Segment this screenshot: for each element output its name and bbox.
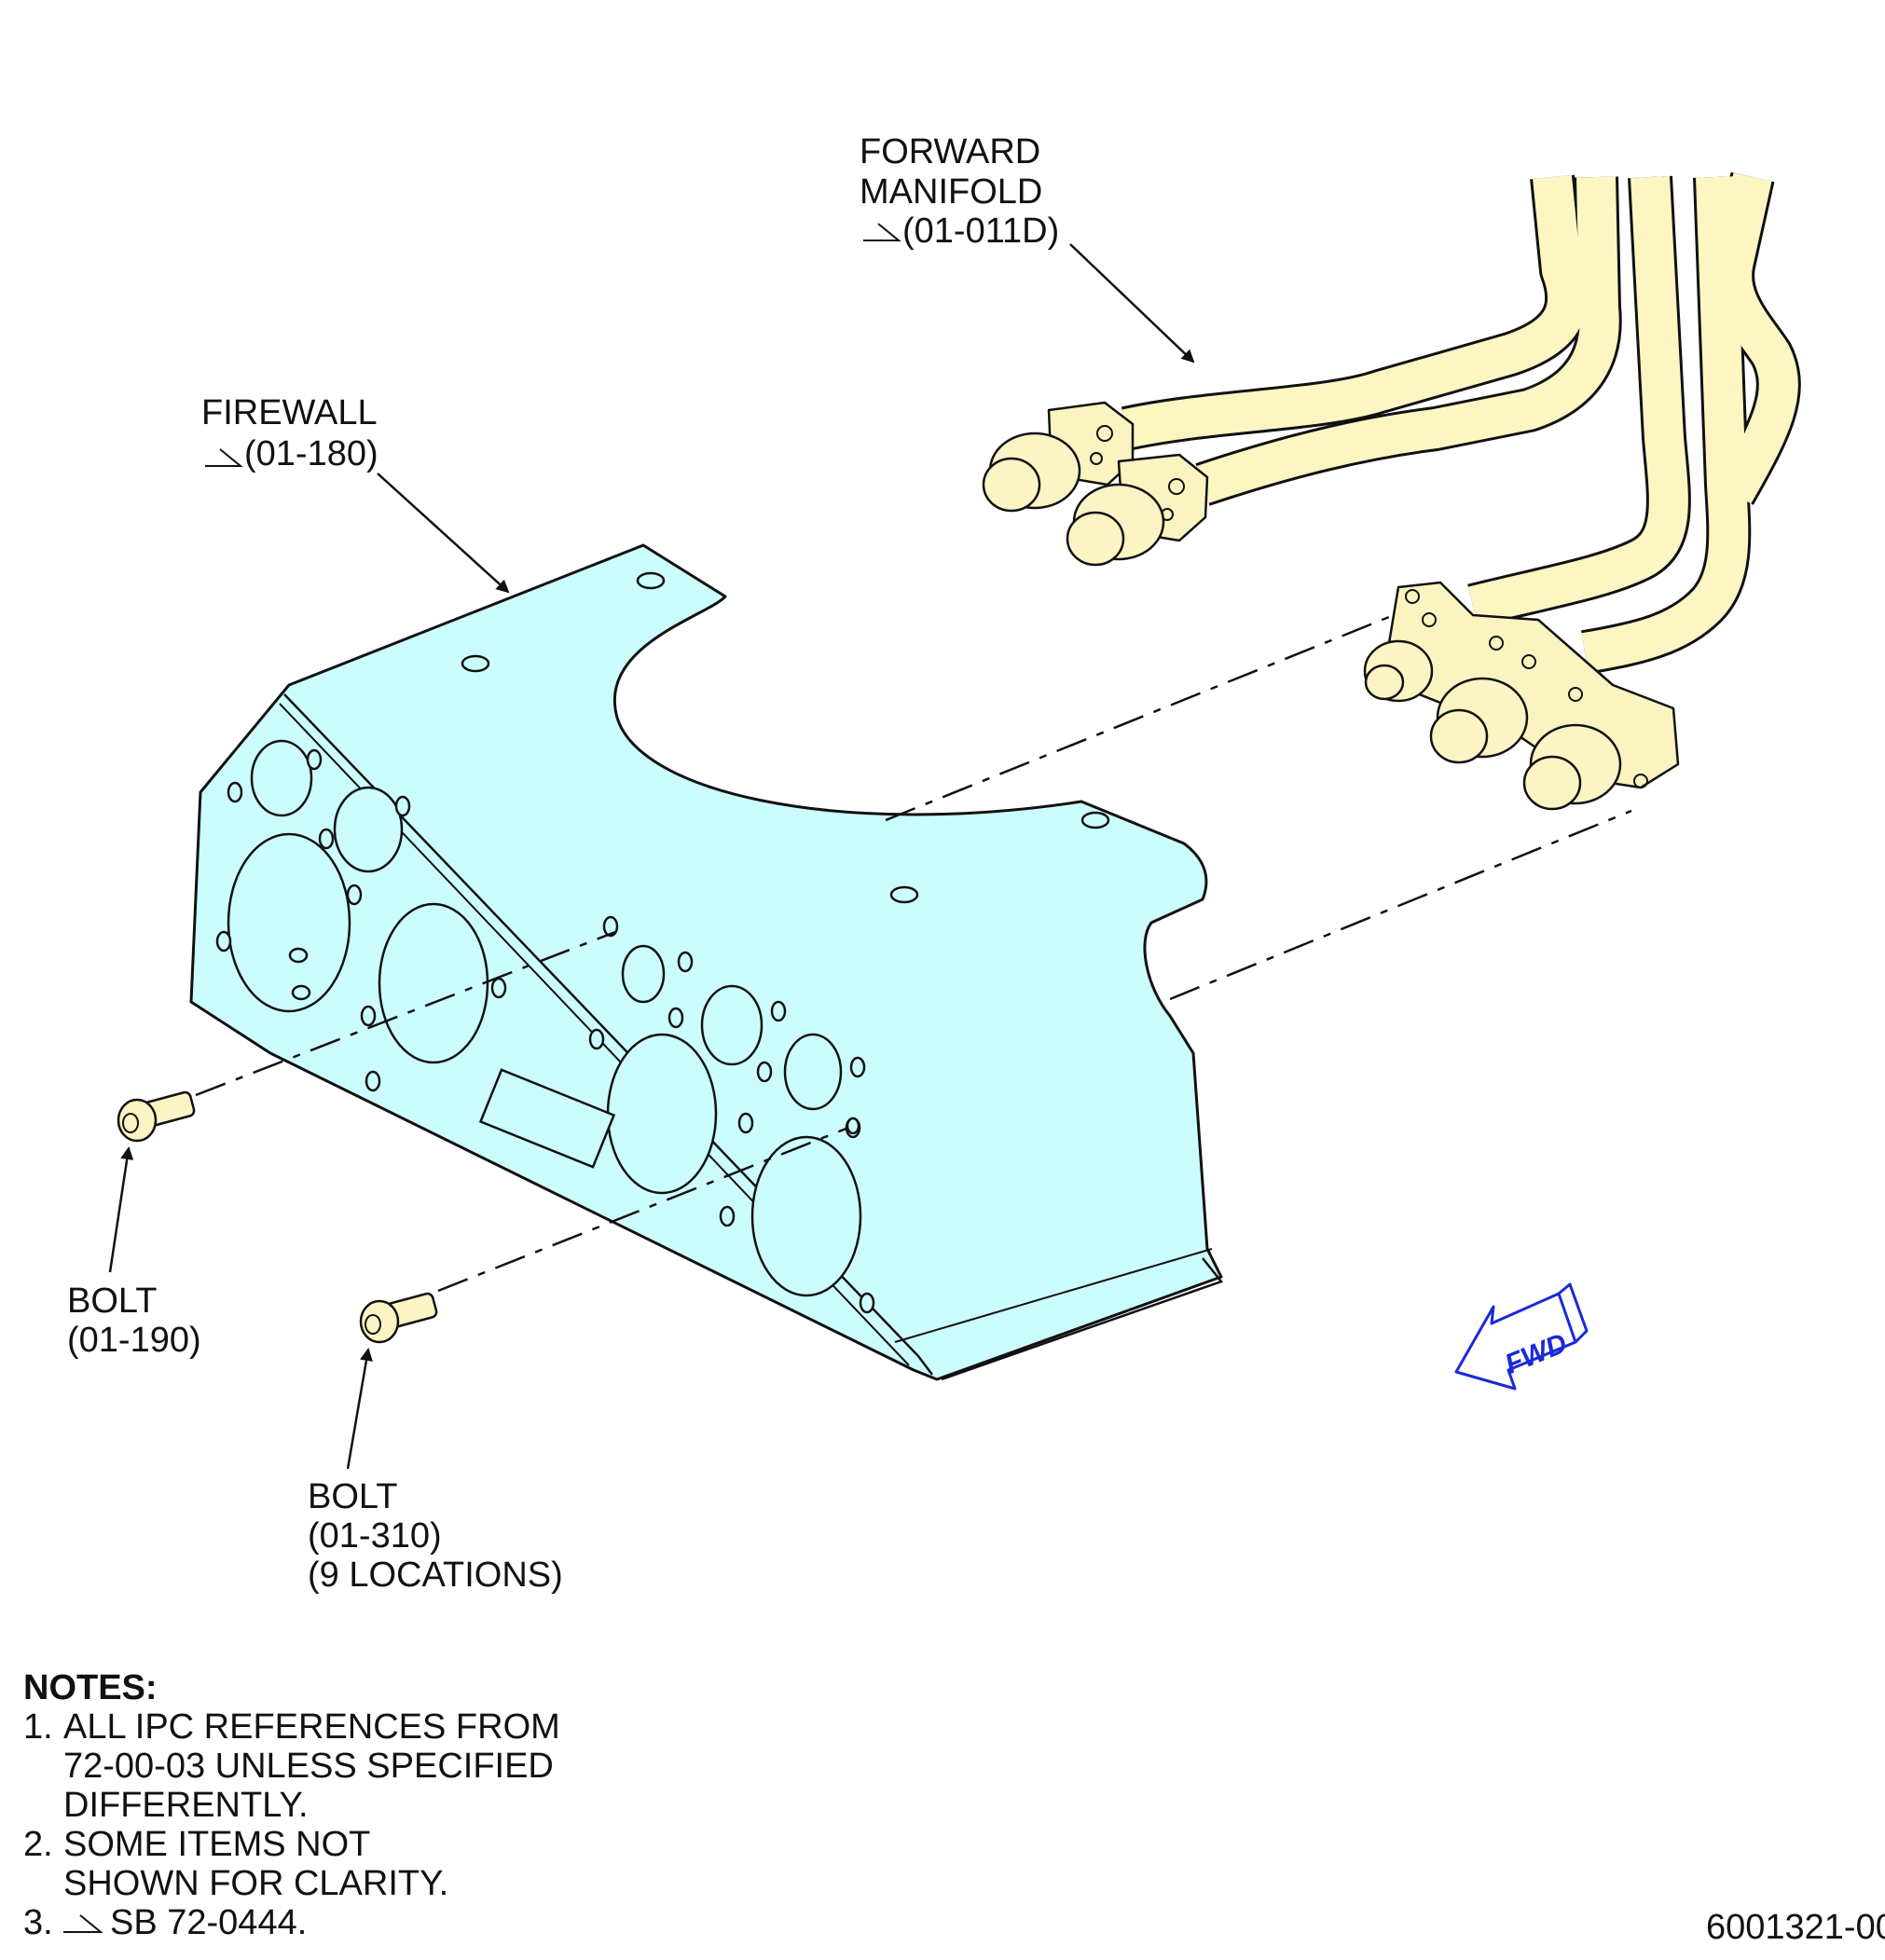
fwd-direction-arrow: FWD [1454,1282,1589,1391]
bolt-01-310-qty: (9 LOCATIONS) [308,1556,563,1595]
note-2-line-2: SHOWN FOR CLARITY. [63,1864,448,1903]
note-1-line-2: 72-00-03 UNLESS SPECIFIED [63,1747,554,1786]
bolt-01-310-label: BOLT [308,1477,397,1516]
firewall-label: FIREWALL [201,393,378,432]
forward-manifold-label-line1: FORWARD [860,132,1040,171]
figure-id: 6001321-00 [1706,1908,1885,1947]
forward-manifold-ref: (01-011D) [902,212,1059,251]
bolt-01-190-label: BOLT [67,1282,157,1321]
forward-manifold-callout: FORWARD MANIFOLD (01-011D) [860,132,1059,251]
note-1-number: 1. [23,1707,53,1747]
note-3-line-1: SB 72-0444. [110,1903,307,1942]
note-3-number: 3. [23,1903,53,1942]
notes-block: NOTES: 1. ALL IPC REFERENCES FROM 72-00-… [23,1668,560,1942]
firewall-callout: FIREWALL (01-180) [201,393,378,473]
forward-manifold-tubes [1121,171,1801,675]
firewall-ref: (01-180) [244,434,378,473]
firewall-holes [215,571,1110,1314]
bolt-01-310-part [359,1292,438,1344]
upper-manifold-fittings [982,401,1209,567]
bolt-01-190-callout: BOLT (01-190) [67,1282,201,1360]
forward-manifold-label-line2: MANIFOLD [860,172,1042,212]
sb-reference-flag-icon [63,1914,103,1933]
sb-reference-flag-icon [863,223,901,241]
note-2-number: 2. [23,1825,53,1864]
bolt-01-310-callout: BOLT (01-310) (9 LOCATIONS) [308,1477,563,1595]
firewall-plate [189,543,1224,1381]
leader-lines [108,243,1195,1470]
bolt-01-190-ref: (01-190) [67,1321,201,1360]
notes-title: NOTES: [23,1668,158,1707]
note-1-line-3: DIFFERENTLY. [63,1786,309,1825]
note-1-line-1: ALL IPC REFERENCES FROM [63,1707,560,1747]
sb-reference-flag-icon [205,448,243,467]
lower-manifold-fittings [1363,581,1680,811]
bolt-01-190-part [117,1090,196,1143]
alignment-lines [195,613,1632,1293]
note-2-line-1: SOME ITEMS NOT [63,1825,370,1864]
bolt-01-310-ref: (01-310) [308,1516,442,1556]
